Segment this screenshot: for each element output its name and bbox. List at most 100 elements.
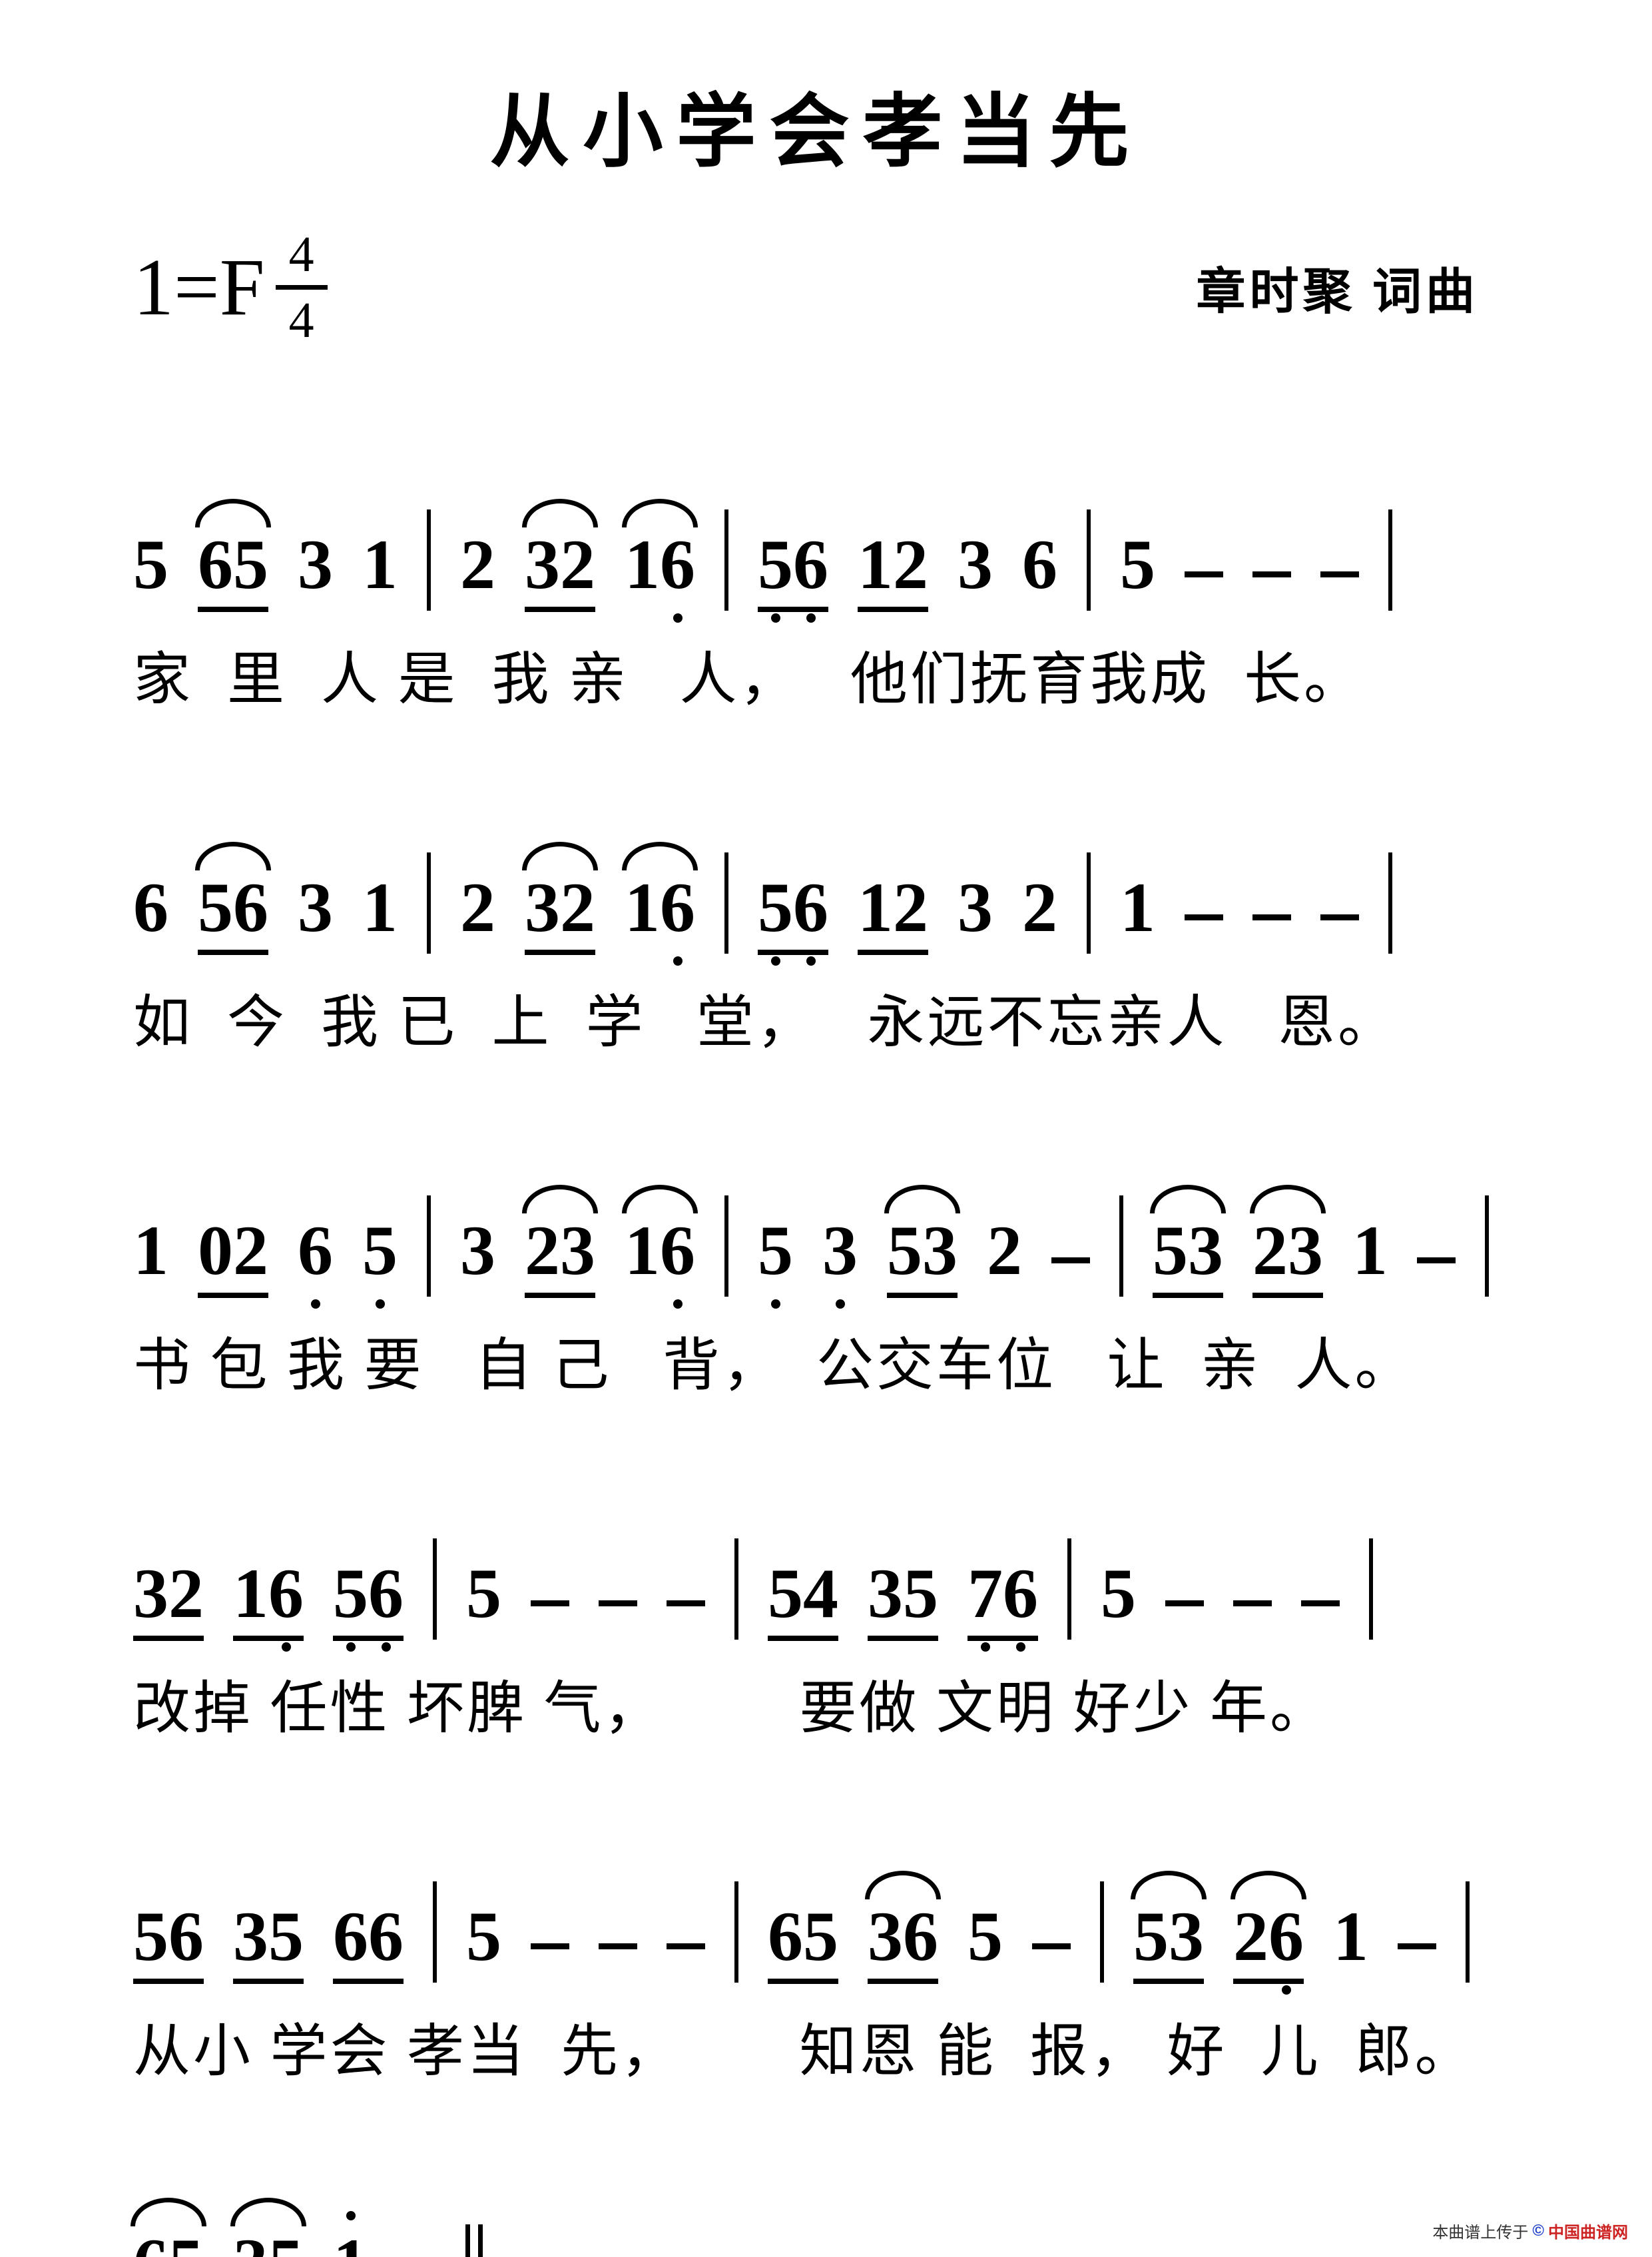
note-digit: 3 xyxy=(233,2228,268,2257)
note-digit: 5 xyxy=(466,1554,501,1632)
duration-dash xyxy=(1185,571,1223,577)
note: 35 xyxy=(230,2198,306,2257)
note: 5 xyxy=(967,1901,1003,1984)
note-digit: 6 xyxy=(903,1897,938,1975)
note: 3 xyxy=(298,529,333,612)
note-digit: 3 xyxy=(958,525,993,603)
note-digit: 6 xyxy=(333,1897,368,1975)
note-digit: 6 xyxy=(133,868,168,946)
note-digit: 1 xyxy=(625,1211,660,1289)
note: 02 xyxy=(198,1215,268,1298)
note: 5 xyxy=(466,1901,501,1984)
note-digit: 5 xyxy=(1120,525,1155,603)
note: 23 xyxy=(522,1185,598,1298)
duration-dash xyxy=(667,1600,705,1606)
note-digit: 5 xyxy=(333,1554,368,1632)
barline xyxy=(1067,1538,1071,1640)
note: 12 xyxy=(858,872,928,955)
note-digit: 6 xyxy=(660,525,695,603)
composer-credit: 章时聚 词曲 xyxy=(1196,265,1479,320)
note: 6 xyxy=(133,872,168,955)
barline xyxy=(1485,1195,1489,1297)
note-digit: 6 xyxy=(793,525,828,603)
barline xyxy=(724,852,728,954)
note-digit: 2 xyxy=(460,525,495,603)
duration-dash xyxy=(667,1943,705,1949)
note: 32 xyxy=(522,499,598,612)
duration-dash xyxy=(531,1943,569,1949)
duration-dash xyxy=(1398,1943,1436,1949)
note-digit: 3 xyxy=(922,1211,958,1289)
final-barline xyxy=(465,2224,483,2257)
note: 56 xyxy=(195,842,271,955)
note-digit: 3 xyxy=(1288,1211,1323,1289)
note-digit: 6 xyxy=(768,1897,803,1975)
barline xyxy=(1388,509,1392,611)
note-digit: 1 xyxy=(625,868,660,946)
note: 65 xyxy=(131,2198,206,2257)
note-digit: 5 xyxy=(758,868,793,946)
note-digit: 3 xyxy=(525,868,560,946)
note: 66 xyxy=(333,1901,404,1984)
note-digit: 2 xyxy=(987,1211,1022,1289)
note-digit: 6 xyxy=(198,525,233,603)
note-digit: 3 xyxy=(822,1211,858,1289)
barline xyxy=(427,852,431,954)
note-digit: 3 xyxy=(1169,1897,1204,1975)
barline xyxy=(734,1538,738,1640)
barline xyxy=(724,509,728,611)
note-digit: 2 xyxy=(525,1211,560,1289)
note-digit: 1 xyxy=(362,525,398,603)
note-digit: 5 xyxy=(967,1897,1003,1975)
note-digit: 3 xyxy=(560,1211,595,1289)
note: 56 xyxy=(758,872,828,955)
slur-arc xyxy=(522,1185,598,1213)
note-digit: 1 xyxy=(858,868,893,946)
note-digit: 2 xyxy=(233,1211,268,1289)
note-digit: 2 xyxy=(893,868,928,946)
notation-row: 65351 xyxy=(131,2187,1499,2257)
note: 2 xyxy=(987,1215,1022,1298)
note-digit: 5 xyxy=(268,1897,304,1975)
slur-arc xyxy=(622,499,698,527)
slur-arc xyxy=(522,842,598,870)
slur-arc xyxy=(195,499,271,527)
note-digit: 5 xyxy=(1133,1897,1169,1975)
lyrics-line: 家 里 人 是 我 亲 人， 他们抚育我成 长。 xyxy=(133,647,1364,711)
note-digit: 1 xyxy=(625,525,660,603)
barline xyxy=(724,1195,728,1297)
note-digit: 2 xyxy=(893,525,928,603)
note-digit: 5 xyxy=(198,868,233,946)
barline xyxy=(1087,852,1091,954)
barline xyxy=(1087,509,1091,611)
note-digit: 6 xyxy=(660,1211,695,1289)
note-digit: 5 xyxy=(1153,1211,1188,1289)
barline xyxy=(433,1538,437,1640)
time-sig-numerator: 4 xyxy=(288,226,314,282)
note-digit: 3 xyxy=(1188,1211,1223,1289)
final-barline-left xyxy=(465,2224,470,2257)
barline xyxy=(427,1195,431,1297)
note-digit: 3 xyxy=(868,1554,903,1632)
note-digit: 6 xyxy=(1003,1554,1038,1632)
note-digit: 6 xyxy=(660,868,695,946)
barline xyxy=(1119,1195,1123,1297)
note-digit: 1 xyxy=(133,1211,168,1289)
note-digit: 6 xyxy=(1268,1897,1304,1975)
duration-dash xyxy=(599,1943,637,1949)
note-digit: 5 xyxy=(803,1897,838,1975)
note-digit: 5 xyxy=(758,525,793,603)
note-digit: 3 xyxy=(525,525,560,603)
key-signature: 1=F 4 4 xyxy=(133,229,328,346)
note-digit: 3 xyxy=(133,1554,168,1632)
slur-arc xyxy=(1131,1871,1207,1899)
note-digit: 2 xyxy=(1252,1211,1288,1289)
note-digit: 2 xyxy=(560,868,595,946)
barline xyxy=(1100,1881,1104,1983)
note: 6 xyxy=(298,1215,333,1298)
